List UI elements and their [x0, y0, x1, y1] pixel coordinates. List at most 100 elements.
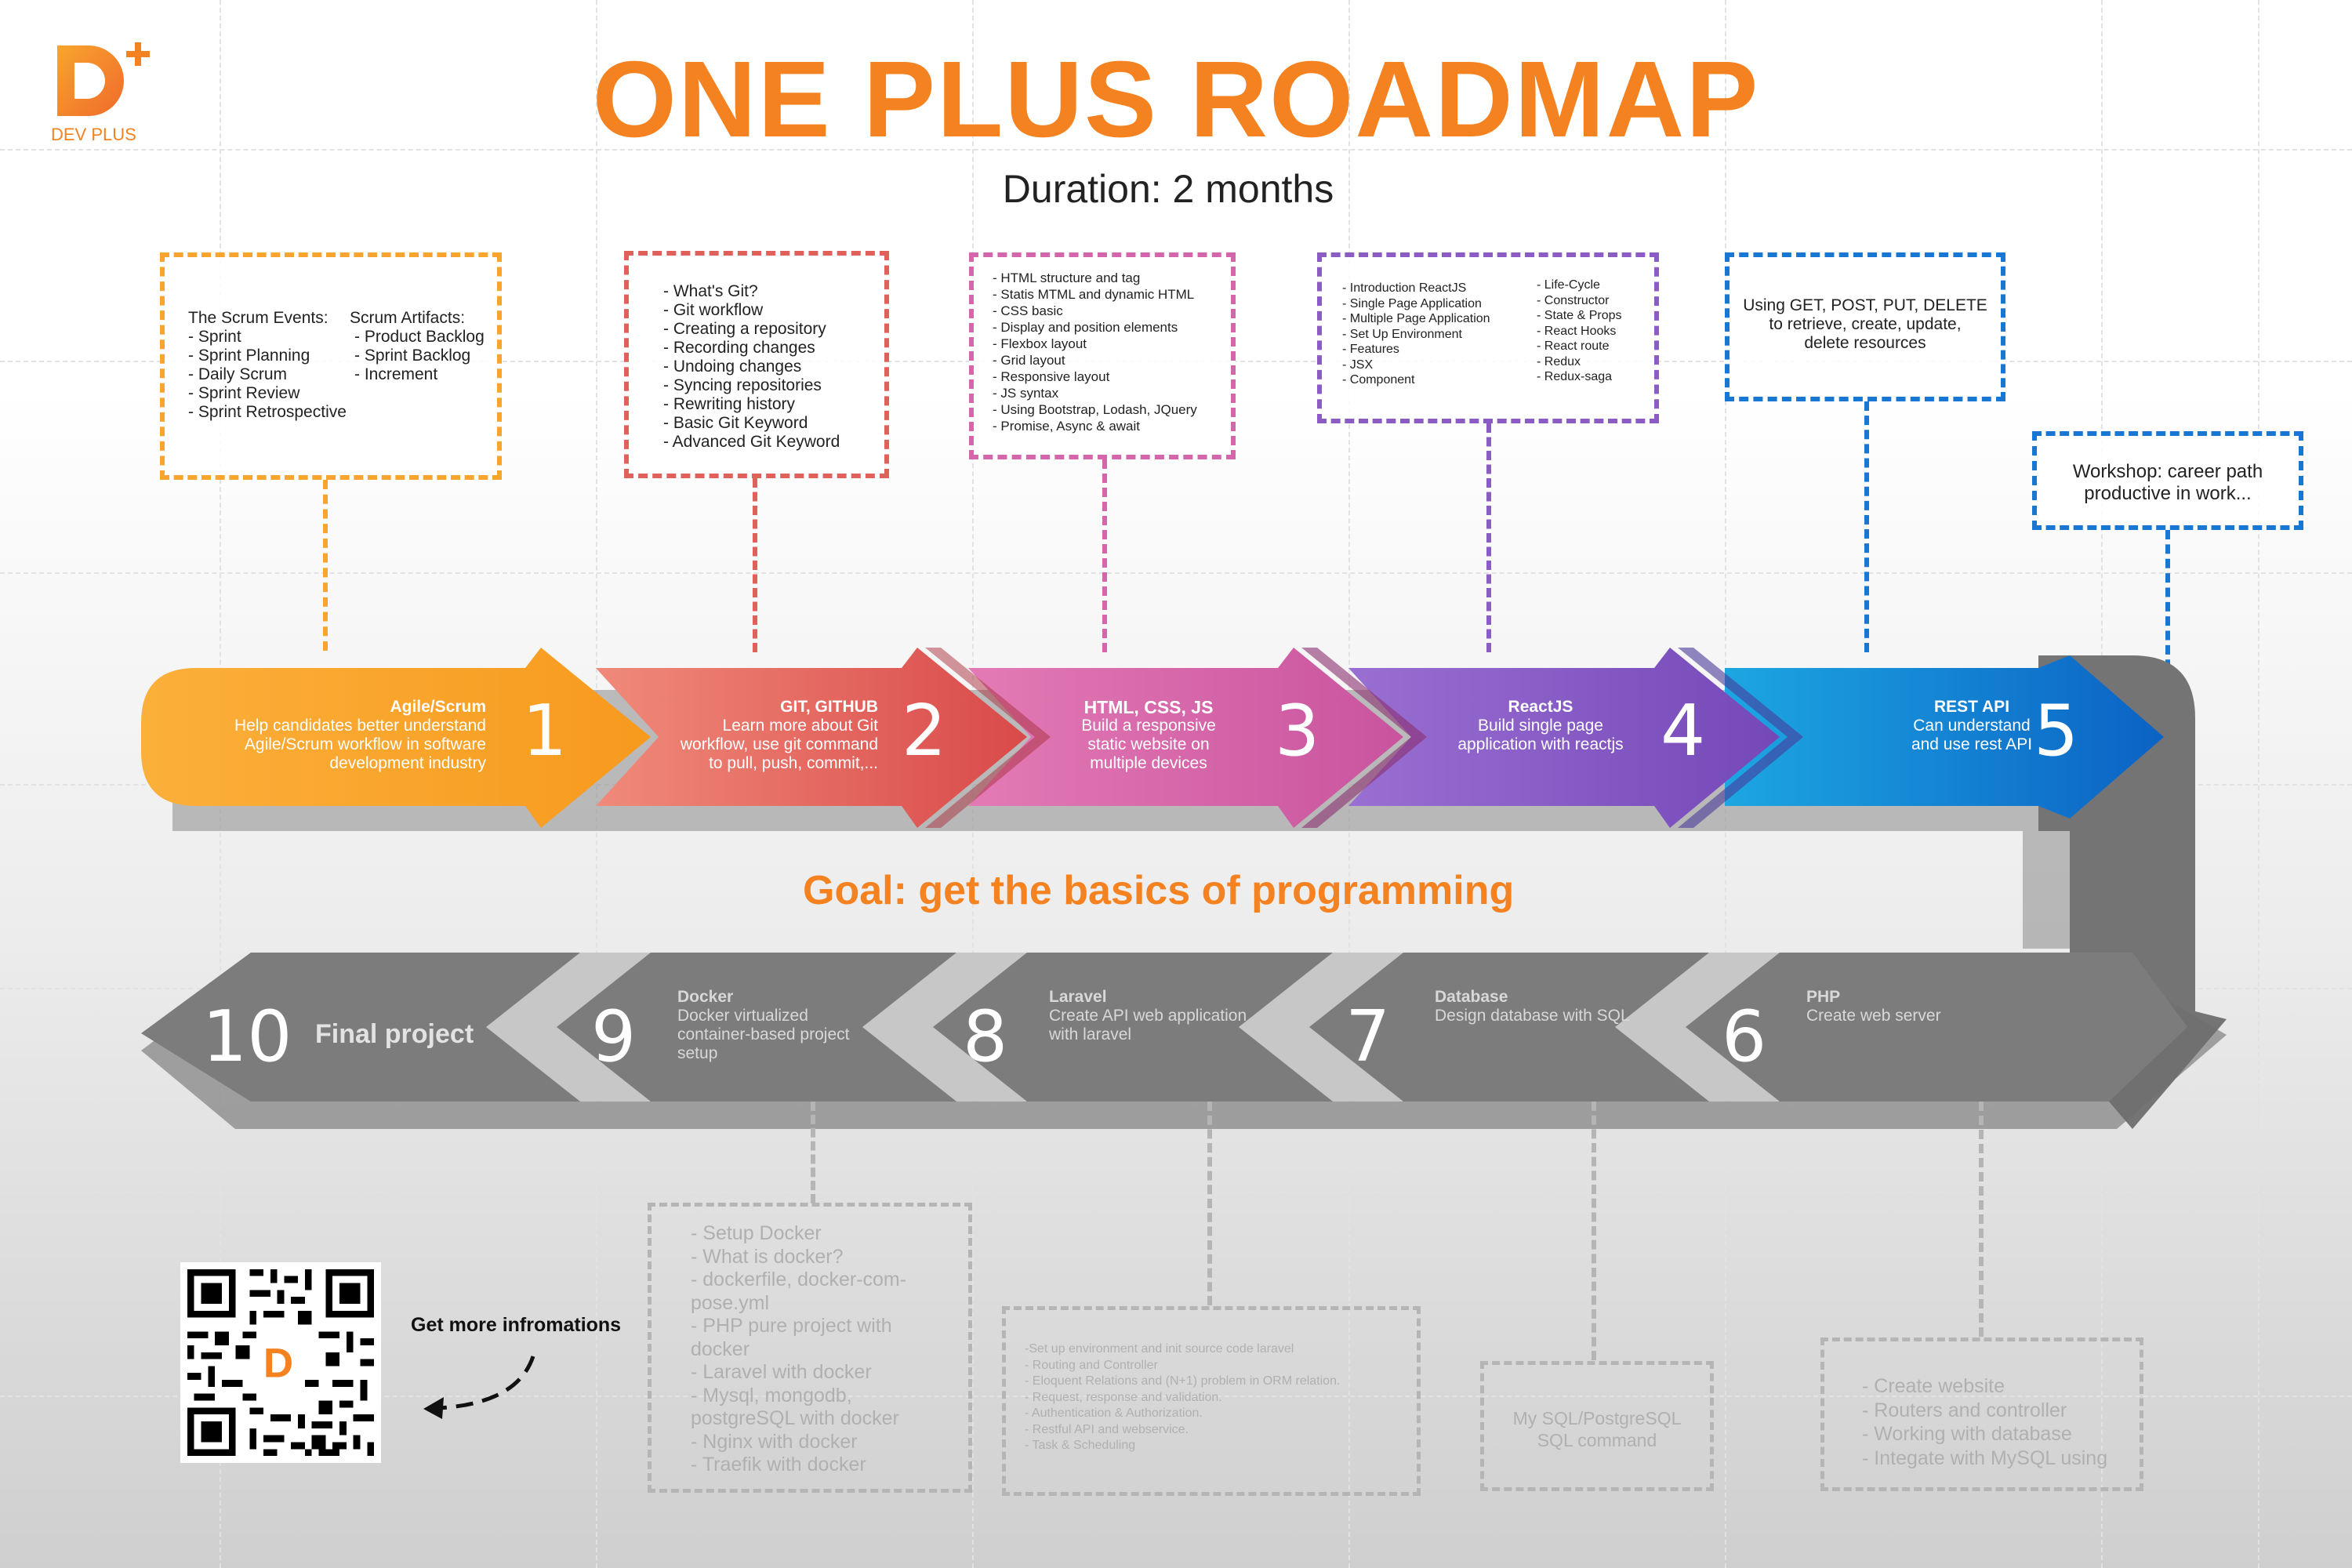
react-topic: - Life-Cycle	[1537, 278, 1600, 292]
step-5-title: REST API	[1933, 698, 2010, 716]
scrum-artifact-item: - Product Backlog	[354, 328, 485, 346]
workshop-text: Workshop: career path	[2072, 461, 2263, 482]
step-4-title: ReactJS	[1508, 698, 1573, 716]
step-6-number: 6	[1722, 996, 1767, 1078]
docker-topic: - Mysql, mongodb,	[691, 1384, 852, 1406]
react-topic: - Features	[1342, 343, 1399, 356]
qr-code-icon: D	[187, 1269, 375, 1457]
step-1-title: Agile/Scrum	[390, 698, 486, 716]
html-topic: - CSS basic	[993, 303, 1063, 318]
html-topic: - Promise, Async & await	[993, 419, 1141, 434]
step-1-number: 1	[522, 690, 568, 772]
react-box: - Introduction ReactJS - Single Page App…	[1317, 252, 1659, 423]
laravel-topic: - Routing and Controller	[1025, 1358, 1158, 1372]
rest-box: Using GET, POST, PUT, DELETE to retrieve…	[1725, 252, 2005, 401]
scrum-event-item: - Sprint Planning	[188, 347, 310, 365]
step-8: Laravel Create API web application with …	[1049, 988, 1247, 1044]
workshop-text: productive in work...	[2084, 483, 2252, 504]
step-7-title: Database	[1435, 988, 1508, 1006]
laravel-topic: - Request, response and validation.	[1025, 1390, 1222, 1404]
step-5: REST API Can understand and use rest API	[1866, 698, 2078, 754]
git-topic: - Git workflow	[663, 301, 764, 319]
scrum-events-heading: The Scrum Events:	[188, 309, 328, 327]
git-topic: - Undoing changes	[663, 358, 802, 376]
docker-topic: - What is docker?	[691, 1245, 844, 1268]
html-topic: - Display and position elements	[993, 320, 1178, 335]
step-5-desc: Can understand	[1913, 717, 2031, 735]
step-1-desc: Agile/Scrum workflow in software	[244, 735, 486, 753]
html-topic: - Using Bootstrap, Lodash, JQuery	[993, 402, 1197, 417]
docker-box: - Setup Docker - What is docker? - docke…	[648, 1203, 972, 1493]
docker-topic: pose.yml	[691, 1291, 770, 1314]
html-topic: - Flexbox layout	[993, 336, 1087, 351]
html-topic: - Grid layout	[993, 353, 1065, 368]
git-topic: - Syncing repositories	[663, 376, 822, 394]
logo-name: DEV PLUS	[51, 125, 136, 144]
database-topic: My SQL/PostgreSQL	[1512, 1408, 1682, 1428]
goal-text: Goal: get the basics of programming	[803, 868, 1515, 913]
react-topic: - Introduction ReactJS	[1342, 281, 1467, 295]
step-7-desc: Design database with SQL	[1435, 1007, 1630, 1025]
step-3-desc: static website on	[1087, 735, 1210, 753]
git-topic: - Creating a repository	[663, 320, 826, 338]
react-topic: - JSX	[1342, 358, 1374, 372]
docker-topic: postgreSQL with docker	[691, 1407, 899, 1429]
html-box: - HTML structure and tag - Statis MTML a…	[969, 252, 1236, 459]
git-topic: - Basic Git Keyword	[663, 414, 808, 432]
laravel-topic: - Authentication & Authorization.	[1025, 1406, 1203, 1420]
step-9: Docker Docker virtualized container-base…	[677, 988, 849, 1063]
docker-topic: - PHP pure project with	[691, 1315, 892, 1337]
scrum-box: The Scrum Events: - Sprint - Sprint Plan…	[160, 252, 502, 480]
docker-topic: - Traefik with docker	[691, 1454, 866, 1475]
react-topic: - Redux-saga	[1537, 370, 1613, 383]
php-topic: - Routers and controller	[1862, 1399, 2067, 1421]
html-topic: - Statis MTML and dynamic HTML	[993, 287, 1195, 302]
laravel-topic: - Restful API and webservice.	[1025, 1422, 1189, 1436]
scrum-event-item: - Sprint	[188, 328, 241, 346]
step-4-desc: Build single page	[1478, 717, 1603, 735]
rest-topic: to retrieve, create, update,	[1769, 315, 1962, 333]
docker-topic: docker	[691, 1338, 750, 1360]
react-topic: - Component	[1342, 373, 1415, 387]
docker-topic: - dockerfile, docker-com-	[691, 1269, 907, 1290]
scrum-event-item: - Sprint Review	[188, 384, 300, 402]
step-6-desc: Create web server	[1806, 1007, 1941, 1025]
step-1: Agile/Scrum Help candidates better under…	[180, 698, 486, 773]
react-topic: - Redux	[1537, 354, 1581, 368]
step-3: HTML, CSS, JS Build a responsive static …	[1051, 698, 1247, 773]
react-topic: - Set Up Environment	[1342, 327, 1462, 341]
step-2-title: GIT, GITHUB	[780, 698, 878, 716]
step-7-number: 7	[1345, 996, 1391, 1078]
html-topic: - HTML structure and tag	[993, 270, 1141, 285]
git-topic: - Rewriting history	[663, 395, 796, 413]
step-8-number: 8	[963, 996, 1008, 1078]
page-title: ONE PLUS ROADMAP	[592, 39, 1760, 160]
step-5-desc: and use rest API	[1911, 735, 2033, 753]
step-2-desc: Learn more about Git	[722, 717, 878, 735]
react-topic: - React Hooks	[1537, 324, 1617, 338]
php-topic: - Working with database	[1862, 1423, 2072, 1445]
rest-topic: delete resources	[1804, 334, 1926, 352]
git-topic: - Advanced Git Keyword	[663, 433, 840, 451]
docker-topic: - Laravel with docker	[691, 1361, 872, 1383]
step-10-title: Final project	[315, 1019, 474, 1049]
php-box: - Create website - Routers and controlle…	[1820, 1338, 2143, 1491]
laravel-topic: - Eloquent Relations and (N+1) problem i…	[1025, 1374, 1341, 1388]
react-topic: - Single Page Application	[1342, 296, 1482, 310]
react-topic: - React route	[1537, 339, 1610, 353]
git-topic: - What's Git?	[663, 282, 758, 300]
step-9-desc: Docker virtualized	[677, 1007, 808, 1025]
step-4-number: 4	[1661, 690, 1706, 772]
step-2-number: 2	[902, 690, 947, 772]
step-3-desc: multiple devices	[1090, 754, 1207, 772]
html-topic: - JS syntax	[993, 386, 1059, 401]
step-9-desc: setup	[677, 1044, 718, 1062]
laravel-topic: - Task & Scheduling	[1025, 1439, 1136, 1452]
qr-code[interactable]: D	[180, 1262, 381, 1463]
react-topic: - Constructor	[1537, 293, 1610, 307]
scrum-event-item: - Daily Scrum	[188, 365, 288, 383]
react-topic: - Multiple Page Application	[1342, 312, 1490, 325]
step-2-desc: workflow, use git command	[680, 735, 878, 753]
react-topic: - State & Props	[1537, 309, 1622, 322]
rest-topic: Using GET, POST, PUT, DELETE	[1743, 296, 1987, 314]
